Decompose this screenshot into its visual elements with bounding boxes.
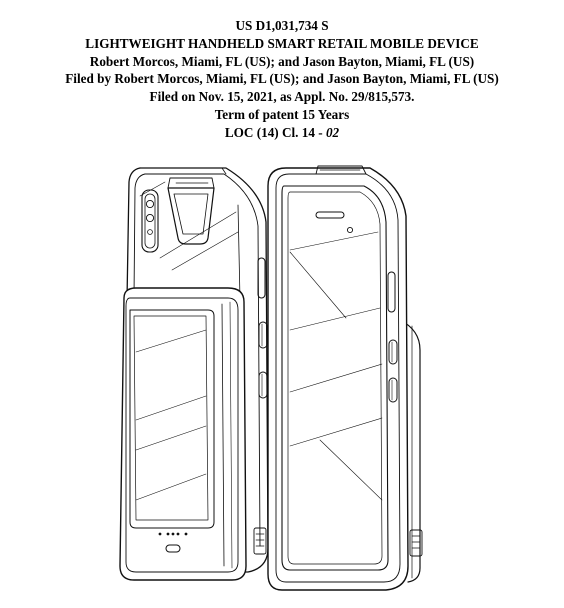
patent-filed-on: Filed on Nov. 15, 2021, as Appl. No. 29/… — [149, 89, 415, 105]
patent-header: US D1,031,734 S LIGHTWEIGHT HANDHELD SMA… — [0, 17, 564, 142]
sled-usb-port — [165, 544, 181, 553]
loc-subclass: 02 — [325, 124, 340, 140]
front-side-buttons — [387, 271, 398, 403]
rear-view-device — [119, 167, 269, 581]
front-bottom-connector — [409, 529, 423, 557]
front-screen — [281, 185, 389, 571]
earpiece — [315, 211, 345, 219]
rear-camera-module — [141, 189, 159, 253]
scanner-window — [167, 177, 215, 245]
patent-filed-by: Filed by Robert Morcos, Miami, FL (US); … — [65, 71, 499, 87]
patent-number: US D1,031,734 S — [235, 18, 329, 33]
sled-charging-contacts — [158, 532, 188, 536]
patent-loc: LOC (14) Cl. 14 - 02 — [0, 124, 564, 142]
front-view-device — [267, 165, 423, 591]
rear-side-buttons — [257, 257, 268, 399]
patent-term: Term of patent 15 Years — [214, 106, 350, 122]
patent-inventors: Robert Morcos, Miami, FL (US); and Jason… — [89, 53, 475, 69]
front-camera — [346, 226, 354, 234]
patent-title: LIGHTWEIGHT HANDHELD SMART RETAIL MOBILE… — [85, 35, 479, 51]
loc-prefix: LOC (14) Cl. 14 - — [224, 124, 326, 140]
rear-bottom-connector — [253, 527, 267, 555]
battery-sled — [119, 287, 247, 581]
